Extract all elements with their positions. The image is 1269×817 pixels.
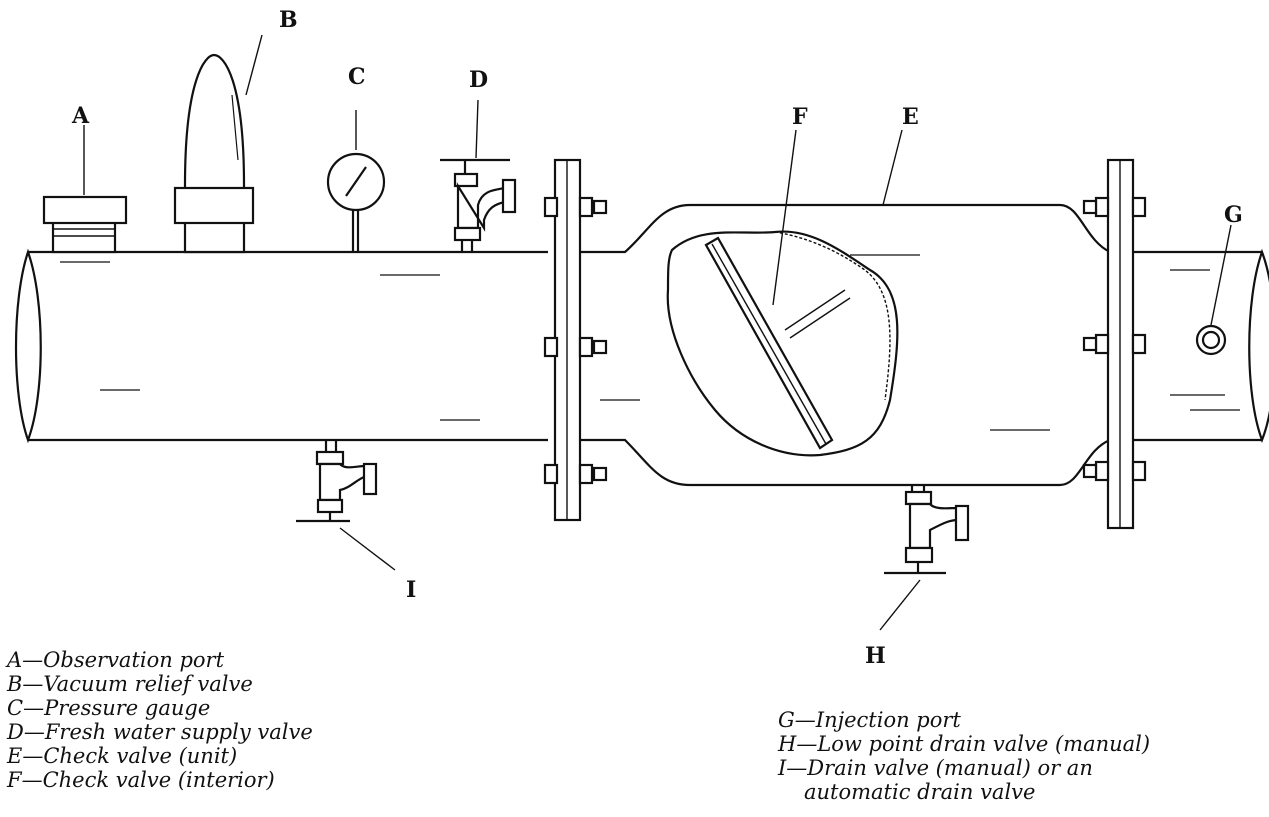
- legend-item-f: F—Check valve (interior): [7, 768, 275, 792]
- pressure-gauge: [326, 152, 386, 252]
- callout-B: B: [279, 7, 298, 33]
- legend-item-i-continued: automatic drain valve: [804, 780, 1036, 804]
- legend-item-h: H—Low point drain valve (manual): [778, 732, 1151, 756]
- legend-item-i: I—Drain valve (manual) or an: [778, 756, 1093, 780]
- observation-port: [42, 195, 128, 254]
- pipe-left: [14, 248, 548, 444]
- legend-item-g: G—Injection port: [778, 708, 961, 732]
- vacuum-relief-valve: [173, 53, 255, 254]
- legend-left: A—Observation port B—Vacuum relief valve…: [7, 648, 313, 792]
- legend-item-e: E—Check valve (unit): [7, 744, 238, 768]
- callout-G: G: [1224, 202, 1243, 228]
- callout-F: F: [792, 104, 808, 130]
- callout-I: I: [406, 577, 416, 603]
- callout-A: A: [71, 103, 90, 129]
- legend-item-d: D—Fresh water supply valve: [7, 720, 313, 744]
- injection-port: [1195, 324, 1227, 356]
- callout-H: H: [865, 643, 886, 669]
- low-point-drain-valve: [884, 485, 970, 575]
- callout-E: E: [902, 104, 919, 130]
- callout-D: D: [469, 67, 488, 93]
- callout-C: C: [348, 64, 366, 90]
- leader-lines: [83, 34, 1232, 631]
- legend-item-b: B—Vacuum relief valve: [7, 672, 253, 696]
- legend-item-c: C—Pressure gauge: [7, 696, 211, 720]
- pipe-right: [1140, 248, 1269, 444]
- check-valve-body: [580, 203, 1140, 487]
- legend-right: G—Injection port H—Low point drain valve…: [778, 708, 1150, 804]
- flange-right: [1082, 158, 1147, 530]
- fresh-water-supply-valve: [440, 158, 517, 252]
- flange-left: [543, 158, 608, 522]
- check-valve-cutaway: [666, 230, 899, 457]
- drain-valve-left: [296, 440, 378, 523]
- legend-item-a: A—Observation port: [7, 648, 225, 672]
